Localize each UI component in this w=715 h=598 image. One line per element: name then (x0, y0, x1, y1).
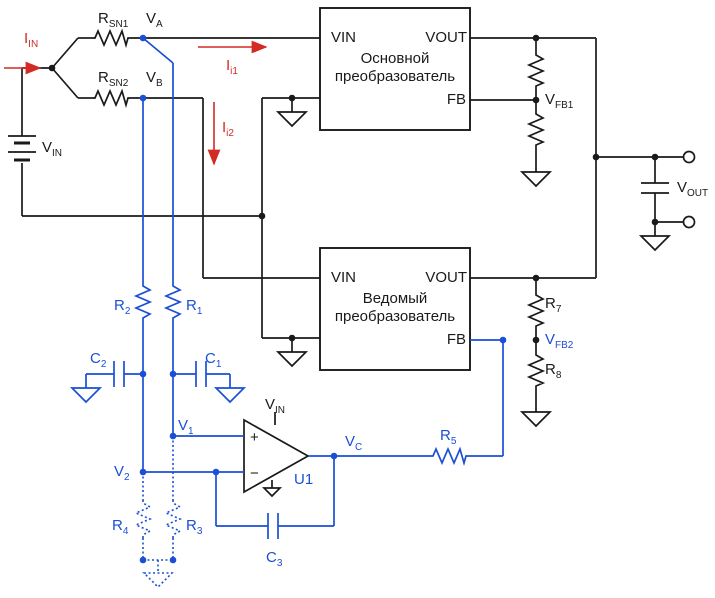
label-vfb2: VFB2 (545, 331, 574, 351)
slave-fb-pin: FB (447, 331, 466, 348)
label-vin-source: VIN (42, 139, 62, 159)
slave-vin-pin: VIN (331, 269, 356, 286)
label-va: VA (146, 10, 163, 30)
optional-resistors (133, 436, 183, 589)
label-vc: VC (345, 433, 362, 453)
label-r2: R2 (114, 297, 131, 317)
resistor-r5 (430, 446, 468, 467)
capacitor-c2 (113, 361, 125, 387)
ground-optional (142, 572, 174, 589)
label-vfb1: VFB1 (545, 91, 574, 111)
ground-c2 (69, 387, 103, 404)
resistor-rsn1 (92, 28, 131, 49)
main-converter-name-2: преобразователь (335, 68, 455, 85)
control-junctions (139, 34, 507, 564)
ground-output (638, 235, 672, 252)
resistor-r3 (163, 500, 183, 538)
label-vb: VB (146, 69, 163, 89)
label-v1: V1 (178, 417, 194, 437)
label-r5: R5 (440, 427, 457, 447)
main-converter-block (319, 7, 471, 131)
label-r1: R1 (186, 297, 203, 317)
label-ii1: Ii1 (226, 57, 238, 77)
resistor-r4 (133, 500, 153, 538)
resistor-r7 (526, 292, 546, 328)
slave-converter-block (319, 247, 471, 371)
ground-main-fb (275, 111, 309, 128)
va-sense-wire (142, 37, 174, 64)
label-r7: R7 (545, 295, 562, 315)
resistor-rfb1-top (526, 52, 546, 88)
label-c1: C1 (205, 350, 222, 370)
main-vin-pin: VIN (331, 29, 356, 46)
ground-rfb1 (519, 171, 553, 188)
output-terminal-positive (682, 150, 696, 164)
opamp-u1 (243, 418, 310, 494)
ground-r8 (519, 411, 553, 428)
control-wiring (85, 63, 504, 527)
resistor-r2 (133, 282, 153, 322)
label-c2: C2 (90, 350, 107, 370)
label-r3: R3 (186, 517, 203, 537)
ground-opamp (261, 487, 283, 498)
battery-vin (8, 135, 36, 162)
slave-converter-name-1: Ведомый (363, 290, 428, 307)
opamp-plus: + (250, 429, 259, 446)
resistor-r8 (526, 352, 546, 388)
slave-vout-pin: VOUT (425, 269, 467, 286)
slave-converter-name-2: преобразователь (335, 308, 455, 325)
resistor-r1 (163, 282, 183, 322)
main-vout-pin: VOUT (425, 29, 467, 46)
label-ii2: Ii2 (222, 119, 234, 139)
ground-c1 (213, 387, 247, 404)
label-v2: V2 (114, 463, 130, 483)
label-rsn2: RSN2 (98, 69, 129, 89)
label-vout: VOUT (677, 179, 708, 199)
output-terminal-negative (682, 215, 696, 229)
resistor-rfb1-bottom (526, 111, 546, 148)
capacitor-c1 (195, 361, 207, 387)
resistor-rsn2 (92, 88, 131, 109)
label-vin-amp: VIN (265, 396, 285, 416)
label-iin: IIN (24, 30, 38, 50)
main-fb-pin: FB (447, 91, 466, 108)
label-r4: R4 (112, 517, 129, 537)
label-u1: U1 (294, 471, 313, 488)
main-converter-name-1: Основной (361, 50, 430, 67)
capacitor-output (641, 182, 669, 194)
opamp-minus: − (250, 465, 259, 482)
ground-slave-fb (275, 351, 309, 368)
capacitor-c3 (267, 513, 279, 539)
label-rsn1: RSN1 (98, 10, 129, 30)
label-r8: R8 (545, 361, 562, 381)
label-c3: C3 (266, 549, 283, 569)
power-junctions (48, 34, 659, 344)
